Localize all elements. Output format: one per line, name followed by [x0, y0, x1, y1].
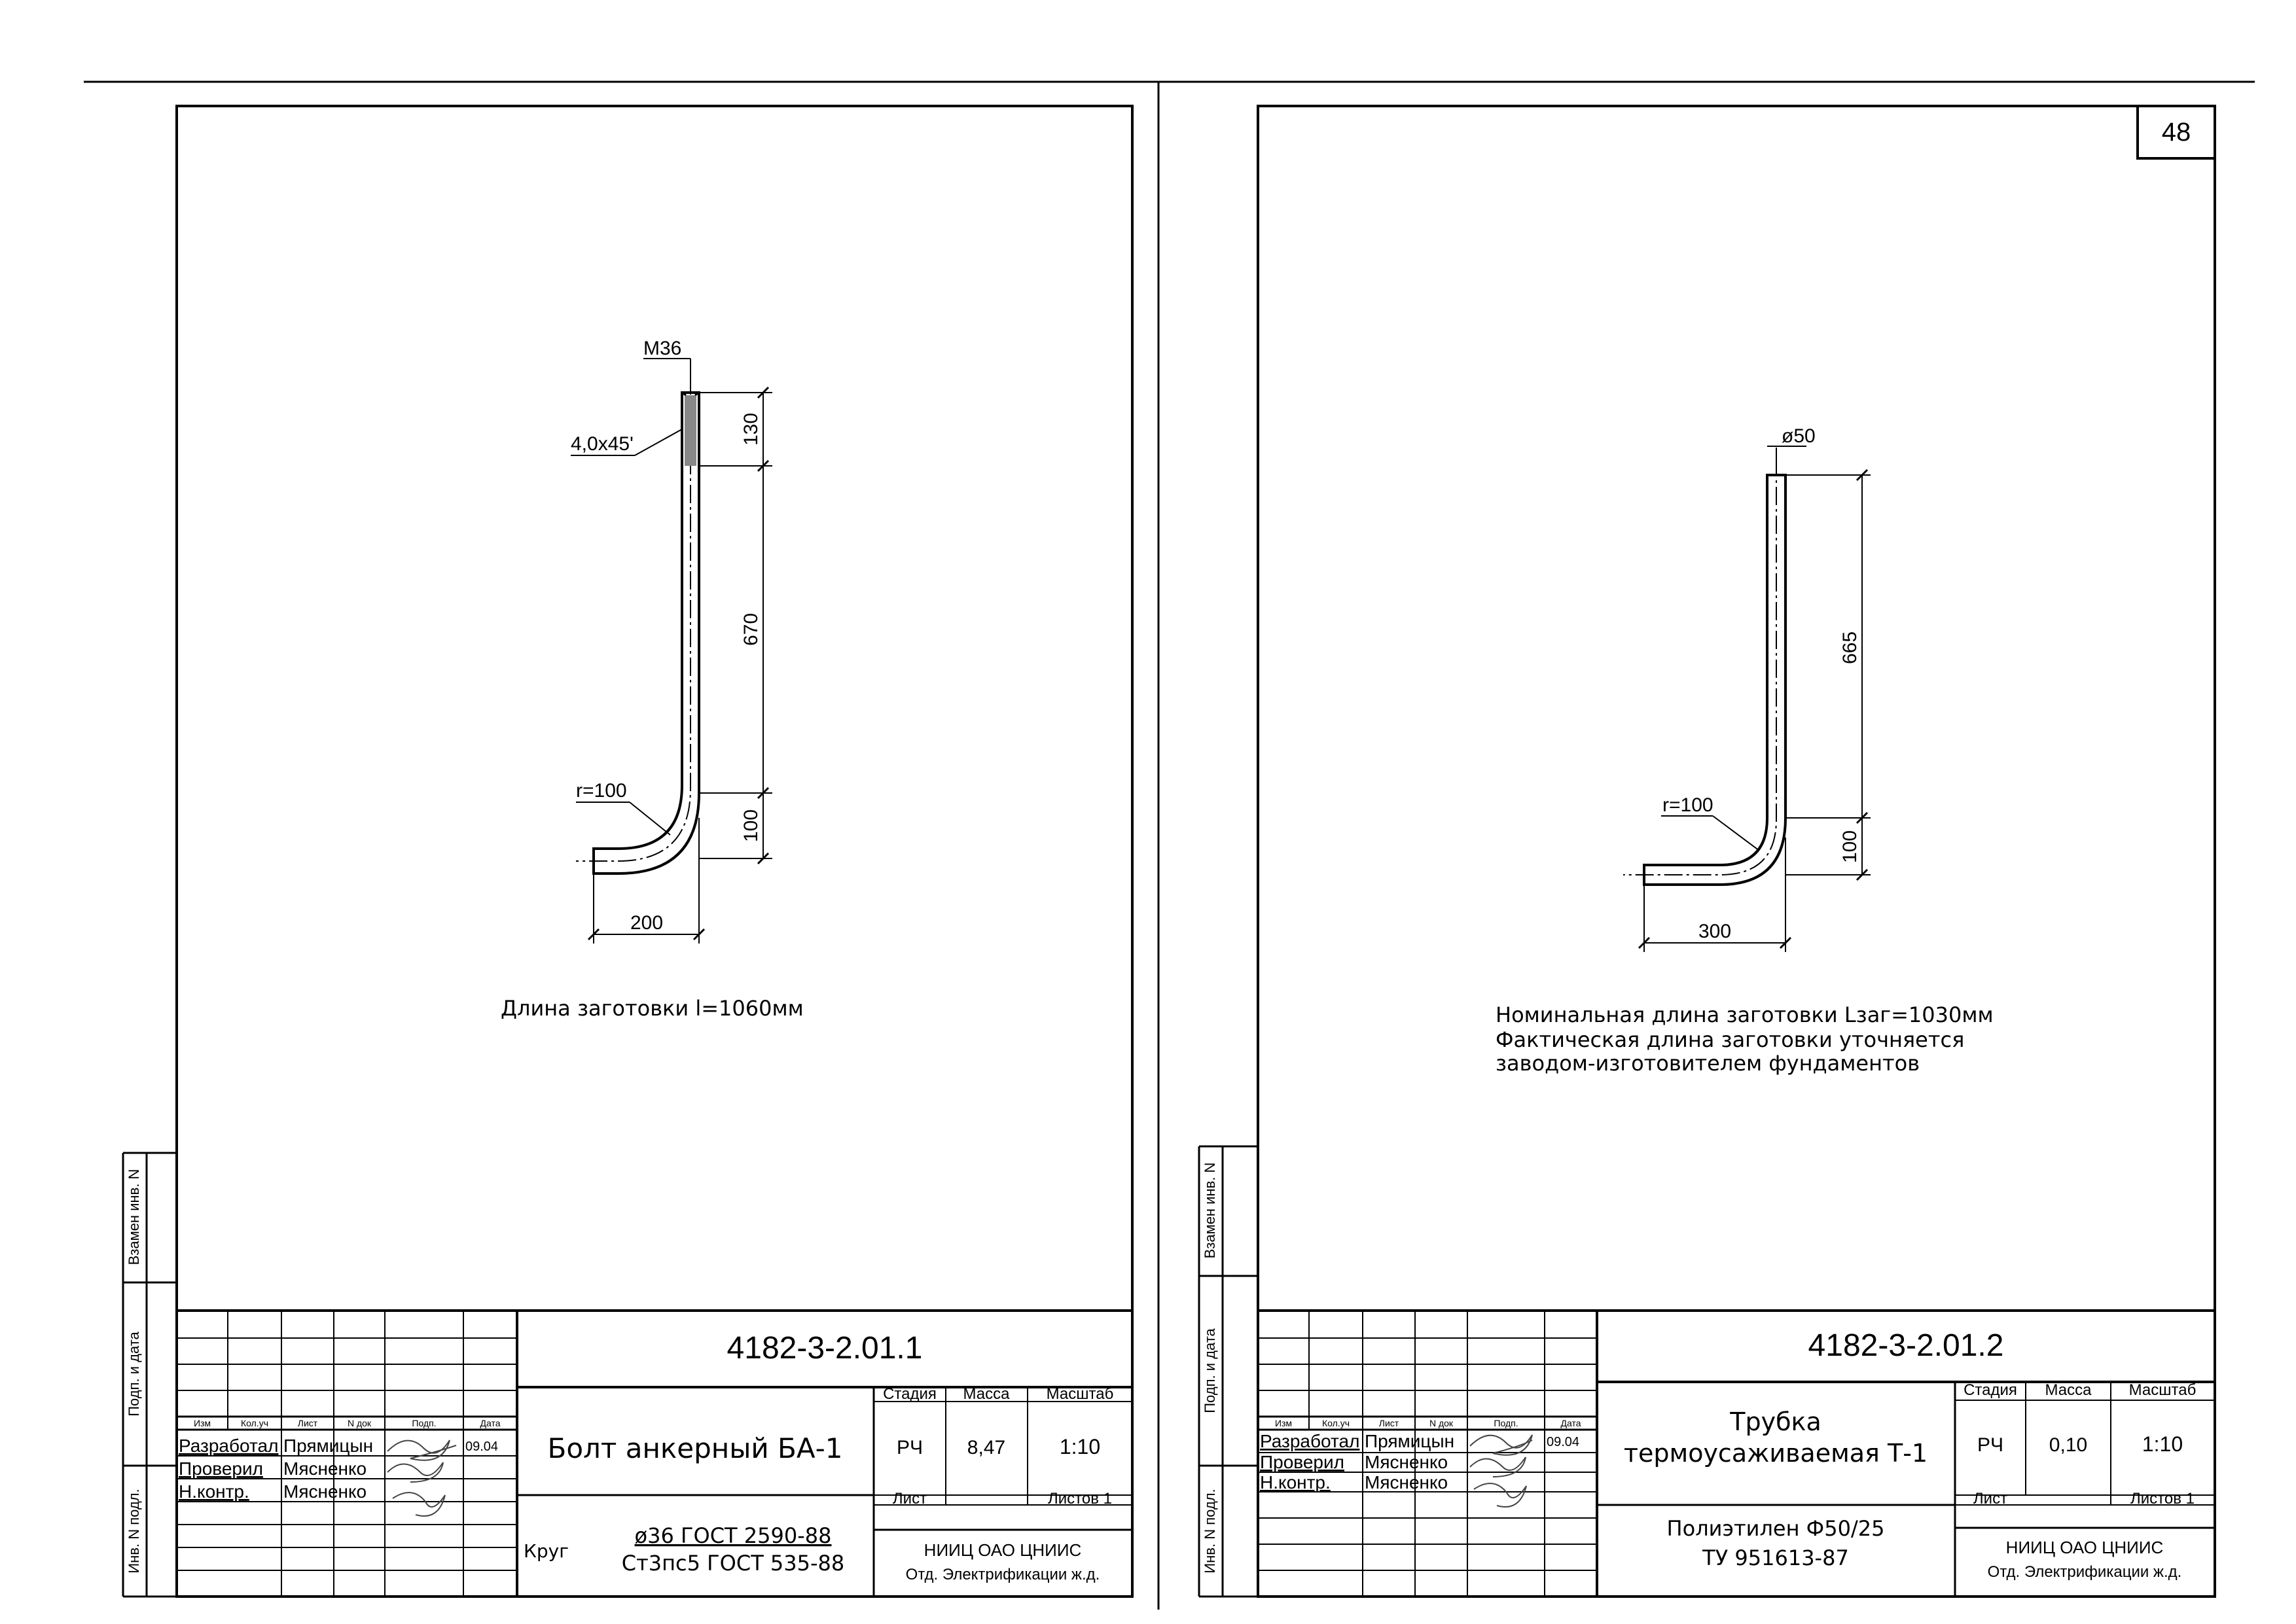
side-label-replace: Взамен инв. N — [126, 1169, 142, 1265]
role-checked: Проверил — [1260, 1452, 1344, 1472]
title-stage-label: Стадия — [1964, 1381, 2017, 1399]
bolt-axis — [576, 370, 691, 862]
title-stage: РЧ — [897, 1437, 923, 1458]
title-mass-label: Масса — [2045, 1381, 2092, 1399]
org-line1: НИИЦ ОАО ЦНИИС — [924, 1540, 1082, 1560]
person-controller: Мясненко — [283, 1481, 367, 1502]
note-line2: Фактическая длина заготовки уточняется — [1496, 1027, 1964, 1052]
side-label-replace: Взамен инв. N — [1202, 1163, 1218, 1259]
tube-axis — [1623, 458, 1777, 875]
dim-200: 200 — [630, 912, 663, 934]
title-name-line1: Трубка — [1729, 1407, 1821, 1436]
material-line2: ТУ 951613-87 — [1702, 1545, 1849, 1570]
head-list: Лист — [298, 1418, 318, 1428]
note-line3: заводом-изготовителем фундаментов — [1496, 1051, 1920, 1076]
head-podp: Подп. — [412, 1418, 436, 1428]
material-line1: ø36 ГОСТ 2590-88 — [635, 1523, 832, 1548]
sheet-right: 48 Взамен инв. N Подп. и дата Инв. N под… — [1198, 105, 2216, 1598]
title-doc-number: 4182-3-2.01.2 — [1808, 1328, 2004, 1363]
chamfer-label: 4,0x45' — [571, 433, 634, 455]
title-name-line1: Болт анкерный БА-1 — [548, 1432, 843, 1464]
dim-300: 300 — [1698, 921, 1731, 942]
signatures — [1469, 1434, 1533, 1508]
blank-length-note: Длина заготовки l=1060мм — [501, 996, 804, 1021]
person-developer: Прямицын — [1365, 1431, 1454, 1451]
role-developed: Разработал — [179, 1436, 278, 1456]
title-sheet-label: Лист — [893, 1490, 927, 1508]
material-line2: Ст3пс5 ГОСТ 535-88 — [622, 1551, 845, 1576]
date-developed: 09.04 — [465, 1439, 498, 1454]
sheet-frame — [1257, 105, 2216, 1598]
head-kol: Кол.уч — [1322, 1418, 1350, 1428]
person-checker: Мясненко — [1365, 1452, 1448, 1472]
title-scale: 1:10 — [2142, 1432, 2183, 1456]
head-kol: Кол.уч — [241, 1418, 268, 1428]
title-name-line2: термоусаживаемая Т-1 — [1624, 1439, 1928, 1468]
title-scale-label: Масштаб — [1047, 1385, 1114, 1403]
side-stamp — [122, 1152, 177, 1598]
anchor-bolt-drawing — [571, 358, 772, 944]
role-developed: Разработал — [1260, 1431, 1359, 1451]
bolt-body — [592, 391, 700, 875]
tube-drawing — [1623, 446, 1871, 952]
person-checker: Мясненко — [283, 1458, 367, 1479]
org-line2: Отд. Электрификации ж.д. — [906, 1566, 1100, 1583]
side-label-inv: Инв. N подл. — [1202, 1489, 1218, 1573]
dim-665: 665 — [1839, 631, 1861, 664]
head-izm: Изм — [1275, 1418, 1292, 1428]
dim-670: 670 — [740, 613, 762, 646]
date-developed: 09.04 — [1547, 1435, 1579, 1449]
head-list: Лист — [1379, 1418, 1399, 1428]
title-stage: РЧ — [1977, 1434, 2003, 1456]
note-line1: Номинальная длина заготовки Lзаг=1030мм — [1496, 1002, 1994, 1027]
side-label-sign-date: Подп. и дата — [126, 1331, 142, 1416]
title-scale: 1:10 — [1060, 1435, 1100, 1458]
side-stamp — [1198, 1145, 1258, 1598]
title-doc-number: 4182-3-2.01.1 — [727, 1331, 923, 1366]
title-sheets-label: Листов 1 — [1048, 1490, 1112, 1508]
thread-label: M36 — [643, 338, 681, 359]
side-label-sign-date: Подп. и дата — [1202, 1328, 1218, 1413]
dim-100: 100 — [1839, 830, 1861, 863]
head-podp: Подп. — [1494, 1418, 1518, 1428]
side-label-inv: Инв. N подл. — [126, 1489, 142, 1573]
head-data: Дата — [1560, 1418, 1581, 1428]
title-block — [1258, 1309, 2215, 1597]
dim-100: 100 — [740, 809, 762, 842]
dim-130: 130 — [740, 413, 762, 446]
thread-zone — [685, 395, 696, 466]
org-line1: НИИЦ ОАО ЦНИИС — [2006, 1538, 2164, 1557]
role-norm-control: Н.контр. — [179, 1481, 249, 1502]
title-mass: 0,10 — [2049, 1434, 2087, 1456]
sheet-frame — [175, 105, 1134, 1598]
title-mass: 8,47 — [967, 1437, 1005, 1458]
person-developer: Прямицын — [283, 1436, 373, 1456]
radius-label: r=100 — [576, 780, 627, 802]
title-mass-label: Масса — [963, 1385, 1011, 1403]
head-izm: Изм — [194, 1418, 211, 1428]
person-controller: Мясненко — [1365, 1472, 1448, 1492]
role-norm-control: Н.контр. — [1260, 1472, 1331, 1492]
title-stage-label: Стадия — [883, 1385, 937, 1403]
sheet-left: Взамен инв. N Подп. и дата Инв. N подл. — [122, 105, 1134, 1598]
page-number: 48 — [2162, 118, 2191, 147]
role-checked: Проверил — [179, 1458, 263, 1479]
diameter-label: ø50 — [1782, 425, 1816, 447]
tube-body — [1643, 474, 1787, 886]
radius-label: r=100 — [1662, 794, 1713, 816]
org-line2: Отд. Электрификации ж.д. — [1988, 1563, 2182, 1581]
title-block — [177, 1309, 1132, 1597]
head-data: Дата — [480, 1418, 500, 1428]
head-ndok: N док — [348, 1418, 372, 1428]
signatures — [387, 1439, 457, 1517]
page-number-box — [2136, 105, 2216, 160]
material-prefix: Круг — [524, 1540, 569, 1562]
material-line1: Полиэтилен Ф50/25 — [1667, 1516, 1885, 1541]
head-ndok: N док — [1429, 1418, 1454, 1428]
title-sheets-label: Листов 1 — [2130, 1490, 2195, 1508]
title-scale-label: Масштаб — [2129, 1381, 2197, 1399]
title-sheet-label: Лист — [1973, 1490, 2007, 1508]
